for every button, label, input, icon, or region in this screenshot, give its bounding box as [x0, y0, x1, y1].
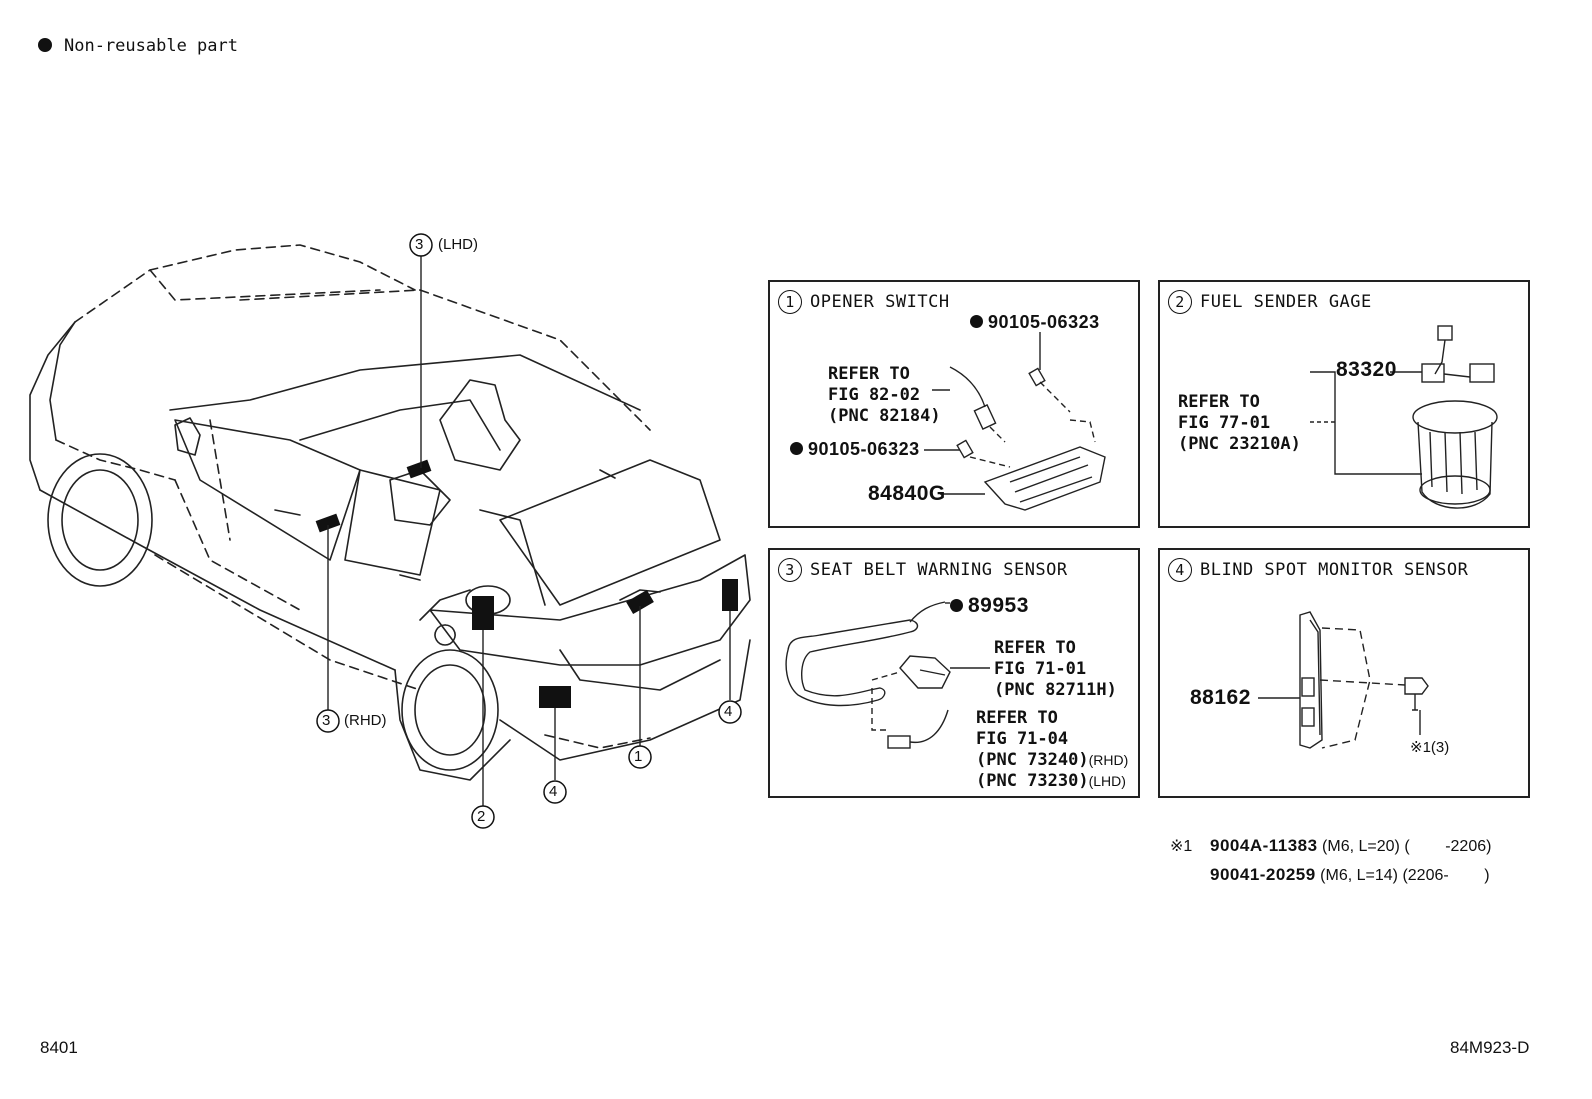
partno-text: 89953: [968, 594, 1029, 617]
panel-seat-belt-warning-sensor: 3 SEAT BELT WARNING SENSOR 89953 REFER TO…: [768, 548, 1140, 798]
refer-note: REFER TO FIG 82-02 (PNC 82184): [828, 364, 941, 427]
panel-number: 3: [778, 558, 802, 582]
part-number: 84840G: [868, 482, 946, 505]
refer-line: REFER TO: [976, 708, 1058, 728]
callout-4-right: 4: [724, 703, 733, 720]
seat-belt-sensor-illustration: [785, 601, 990, 749]
opener-switch-illustration: [924, 332, 1106, 511]
callout-number: 3: [322, 712, 331, 729]
panel-title-text: SEAT BELT WARNING SENSOR: [810, 560, 1068, 580]
callout-4-left: 4: [549, 783, 558, 800]
footnote-partno: 90041-20259: [1210, 865, 1316, 884]
panel-number: 4: [1168, 558, 1192, 582]
panel-title-text: BLIND SPOT MONITOR SENSOR: [1200, 560, 1469, 580]
refer-tag: (RHD): [1088, 752, 1129, 768]
refer-line: (PNC 23210A): [1178, 434, 1301, 454]
panel-number: 2: [1168, 290, 1192, 314]
refer-line: FIG 71-04: [976, 729, 1069, 749]
loc-4-left-marker: [539, 686, 571, 708]
footnote-partno: 9004A-11383: [1210, 836, 1318, 855]
panel-opener-switch: 1 OPENER SWITCH 90105-06323 REFER TO FIG …: [768, 280, 1140, 528]
bsm-sensor-illustration: [1258, 611, 1429, 749]
part-number: 89953: [950, 594, 1029, 618]
refer-pnc: (PNC 73230): [976, 771, 1089, 791]
vehicle-illustration: [29, 233, 751, 829]
page-code-left: 8401: [40, 1038, 78, 1057]
refer-line: REFER TO: [828, 364, 910, 384]
partno-text: 90105-06323: [808, 439, 920, 459]
bolt-top-partno: 90105-06323: [970, 312, 1100, 333]
quantity: (3): [1430, 739, 1450, 756]
part-number: 83320: [1336, 358, 1397, 381]
loc-2-marker: [472, 596, 494, 630]
callout-3-rhd-label: (RHD): [344, 712, 387, 729]
footnote: ※1 9004A-11383 (M6, L=20) ( -2206) 90041-…: [1170, 832, 1491, 890]
refer-note-a: REFER TO FIG 71-01 (PNC 82711H): [994, 638, 1117, 701]
footnote-range: ( -2206): [1404, 838, 1492, 855]
refer-line: REFER TO: [1178, 392, 1260, 412]
fuel-sender-illustration: [1310, 325, 1498, 509]
footnote-range: (2206- ): [1402, 867, 1490, 884]
footnote-mark: ※1: [1170, 838, 1193, 855]
panel-title-text: OPENER SWITCH: [810, 292, 950, 312]
refer-line: (PNC 82184): [828, 406, 941, 426]
panel-fuel-sender-gage: 2 FUEL SENDER GAGE 83320 REFER TO FIG 77-…: [1158, 280, 1530, 528]
partno-text: 90105-06323: [988, 312, 1100, 332]
refer-note-b: REFER TO FIG 71-04 (PNC 73240)(RHD) (PNC…: [976, 708, 1128, 792]
panel-number: 1: [778, 290, 802, 314]
refer-pnc: (PNC 73240): [976, 750, 1089, 770]
panel-blind-spot-monitor-sensor: 4 BLIND SPOT MONITOR SENSOR 88162 ※1(3): [1158, 548, 1530, 798]
panel-title-text: FUEL SENDER GAGE: [1200, 292, 1372, 312]
non-reusable-dot-icon: [950, 599, 963, 612]
callout-number: 3: [415, 236, 424, 253]
non-reusable-dot-icon: [970, 315, 983, 328]
refer-line: REFER TO: [994, 638, 1076, 658]
panel-title: 3 SEAT BELT WARNING SENSOR: [778, 558, 1068, 582]
panel-title: 1 OPENER SWITCH: [778, 290, 950, 314]
callout-1: 1: [634, 748, 643, 765]
non-reusable-dot-icon: [790, 442, 803, 455]
loc-3-lhd-marker: [406, 459, 432, 479]
footnote-row: ※1 9004A-11383 (M6, L=20) ( -2206): [1170, 832, 1491, 861]
bolt-note: ※1(3): [1410, 738, 1449, 756]
callout-2: 2: [477, 808, 486, 825]
non-reusable-dot-icon: [38, 38, 52, 52]
callout-3-lhd: 3: [415, 236, 423, 253]
refer-line: FIG 71-01: [994, 659, 1087, 679]
footnote-row: 90041-20259 (M6, L=14) (2206- ): [1170, 861, 1491, 890]
refer-line-rhd: (PNC 73240)(RHD): [976, 750, 1128, 771]
footnote-spec: (M6, L=20): [1322, 838, 1400, 855]
panel-title: 4 BLIND SPOT MONITOR SENSOR: [1168, 558, 1468, 582]
refer-tag: (LHD): [1088, 773, 1126, 789]
bolt-left-partno: 90105-06323: [790, 439, 920, 460]
loc-3-rhd-marker: [315, 513, 341, 533]
refer-line-lhd: (PNC 73230)(LHD): [976, 771, 1128, 792]
page-code-right: 84M923-D: [1450, 1038, 1530, 1057]
refer-line: FIG 77-01: [1178, 413, 1271, 433]
refer-note: REFER TO FIG 77-01 (PNC 23210A): [1178, 392, 1301, 455]
refer-line: FIG 82-02: [828, 385, 921, 405]
callout-3-lhd-label: (LHD): [438, 236, 478, 253]
refer-line: (PNC 82711H): [994, 680, 1117, 700]
part-number: 88162: [1190, 686, 1251, 709]
legend-label: Non-reusable part: [64, 36, 238, 56]
note-ref: ※1: [1410, 739, 1431, 756]
callout-3-rhd: 3: [322, 712, 330, 729]
legend: Non-reusable part: [38, 36, 238, 56]
panel-title: 2 FUEL SENDER GAGE: [1168, 290, 1372, 314]
loc-4-right-marker: [722, 579, 738, 611]
loc-1-marker: [626, 589, 654, 615]
footnote-spec: (M6, L=14): [1320, 867, 1398, 884]
